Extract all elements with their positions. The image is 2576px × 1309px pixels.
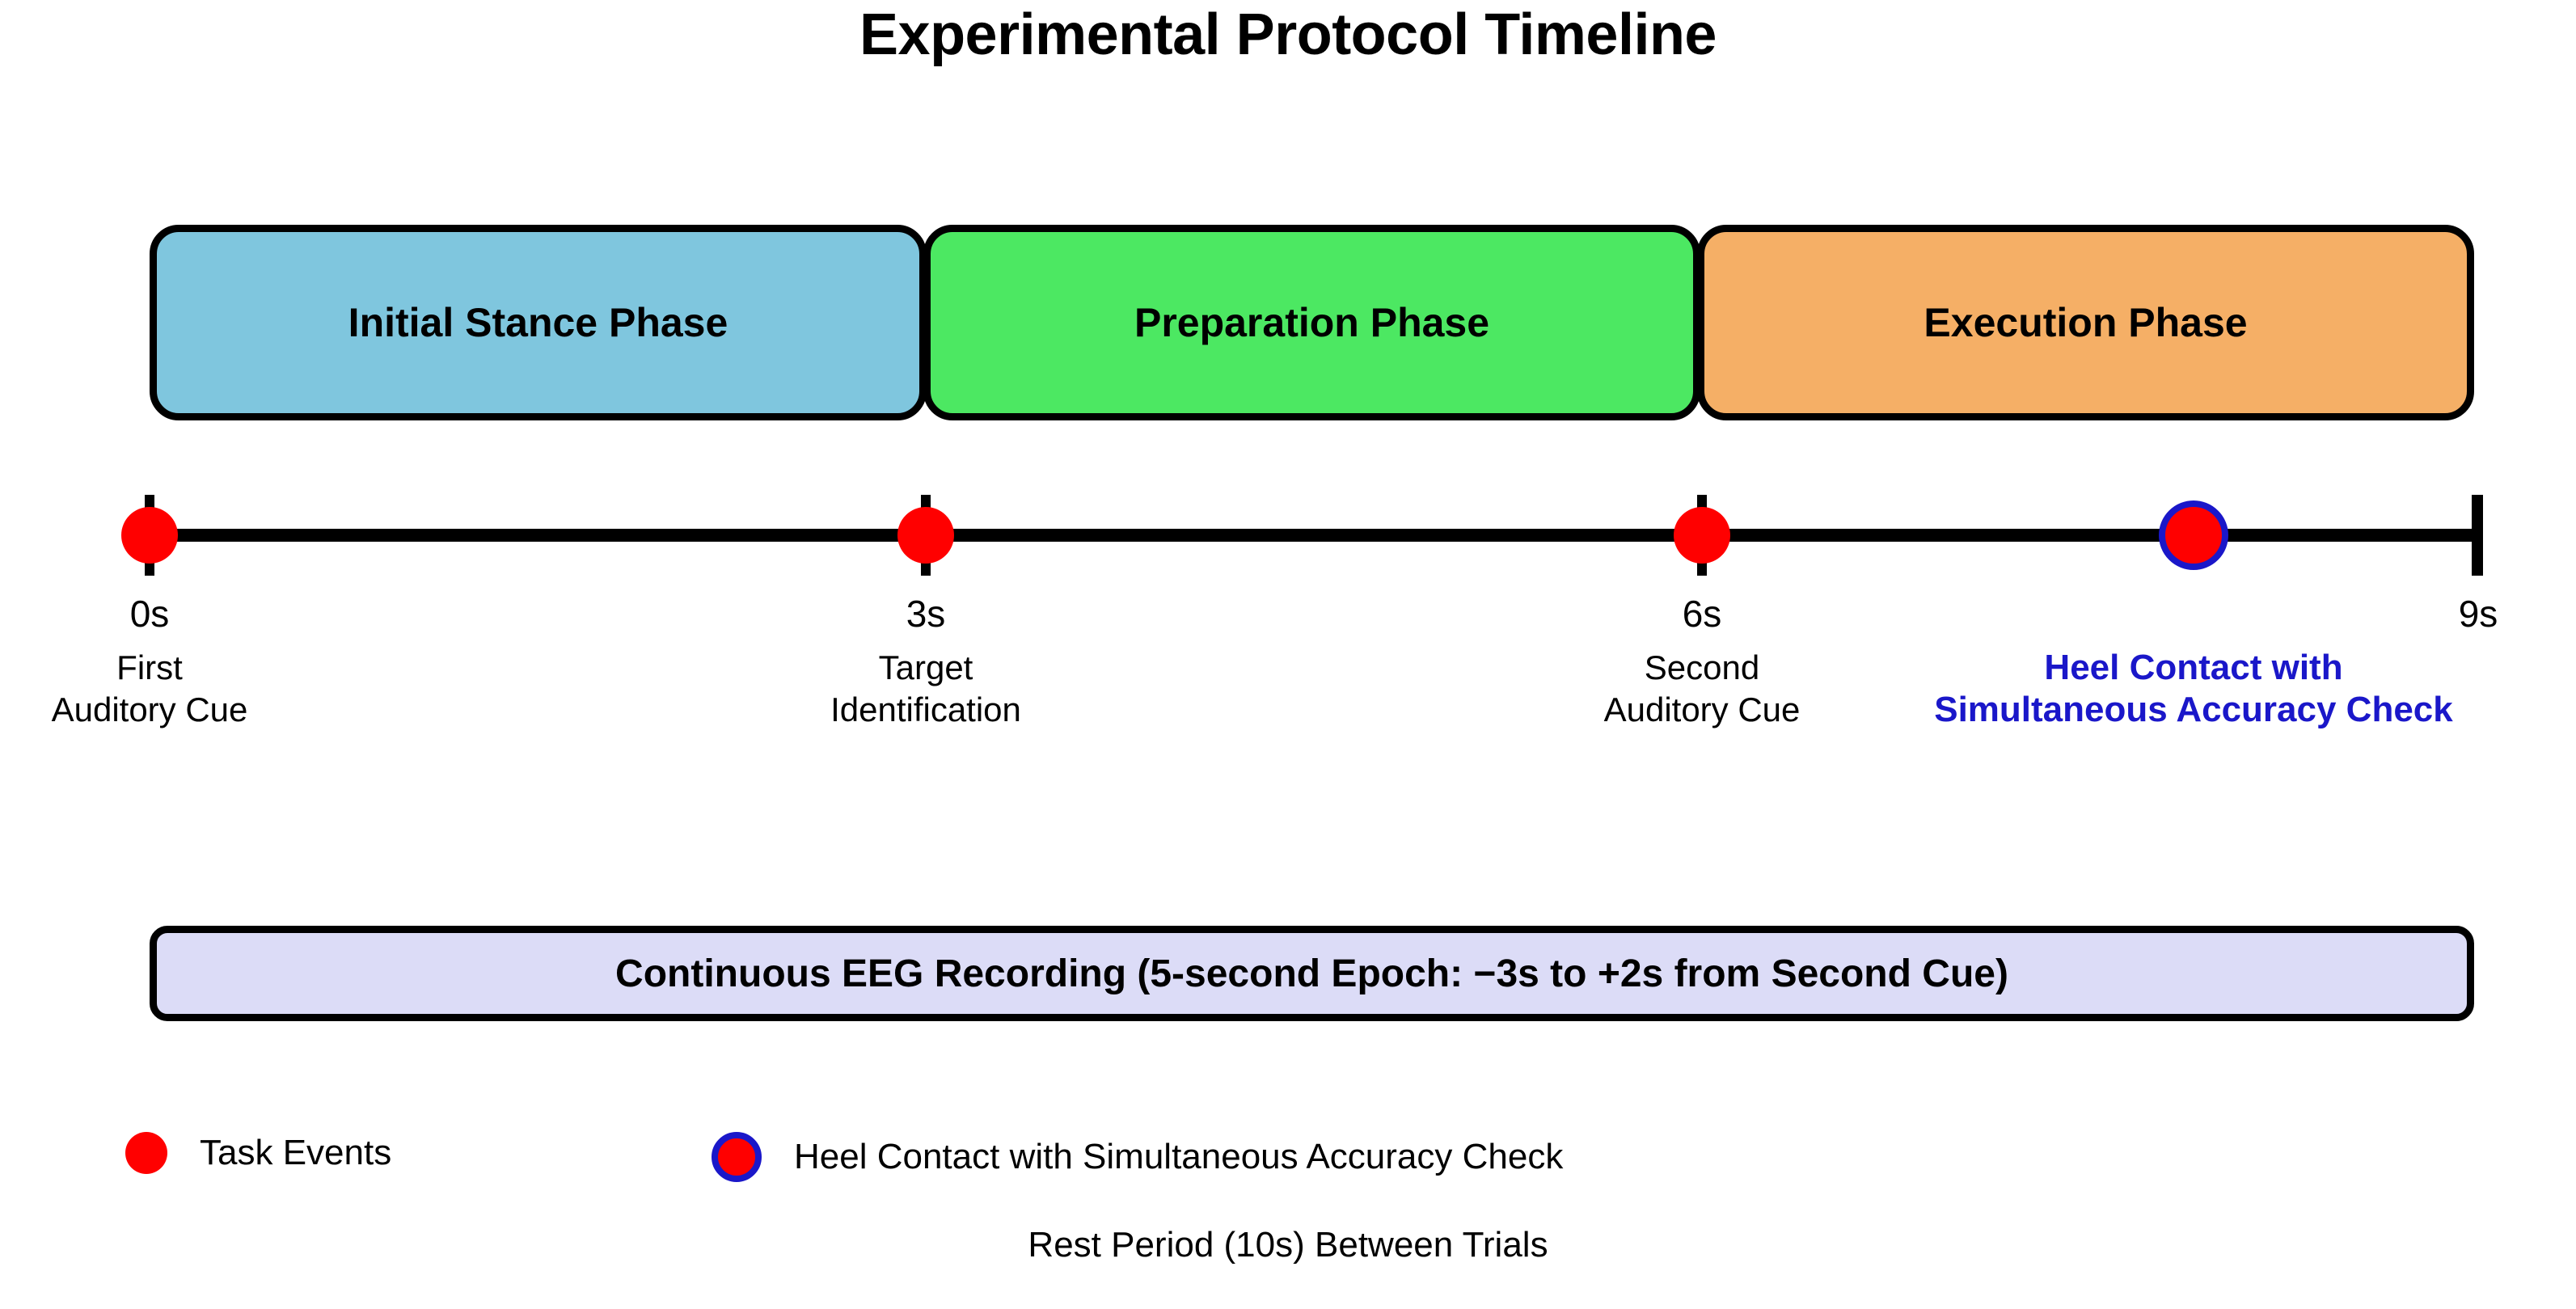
rest-period-note: Rest Period (10s) Between Trials xyxy=(1028,1225,1548,1265)
timeline-end-tick xyxy=(2472,495,2483,576)
marker-event-line2: Auditory Cue xyxy=(1603,690,1801,728)
timeline-axis-line xyxy=(150,529,2478,542)
marker-event-line2: Simultaneous Accuracy Check xyxy=(1934,690,2453,729)
eeg-recording-label: Continuous EEG Recording (5-second Epoch… xyxy=(615,952,2008,995)
legend-item-heel-contact: Heel Contact with Simultaneous Accuracy … xyxy=(712,1132,1563,1182)
page-title: Experimental Protocol Timeline xyxy=(859,2,1717,67)
marker-event-label: First Auditory Cue xyxy=(0,647,433,731)
phase-boxes-row: Initial Stance Phase Preparation Phase E… xyxy=(150,225,2474,420)
phase-box-label: Preparation Phase xyxy=(1134,300,1490,345)
marker-time-label: 3s xyxy=(906,593,946,635)
task-event-dot-icon xyxy=(125,1132,167,1174)
eeg-recording-bar: Continuous EEG Recording (5-second Epoch… xyxy=(150,926,2474,1021)
marker-event-line2: Identification xyxy=(830,690,1021,728)
task-event-dot-icon xyxy=(1674,507,1730,564)
marker-event-label: Second Auditory Cue xyxy=(1419,647,1985,731)
marker-event-line1: Heel Contact with xyxy=(2044,648,2343,687)
phase-box-execution: Execution Phase xyxy=(1697,225,2474,420)
marker-event-line1: Target xyxy=(878,648,973,686)
timeline: 0s First Auditory Cue 3s Target Identifi… xyxy=(0,453,2576,841)
legend: Task Events Heel Contact with Simultaneo… xyxy=(0,1132,2576,1205)
phase-box-label: Initial Stance Phase xyxy=(348,300,728,345)
marker-event-line1: Second xyxy=(1644,648,1760,686)
task-event-dot-icon xyxy=(897,507,954,564)
timeline-end-label: 9s xyxy=(2458,593,2498,635)
marker-time-label: 6s xyxy=(1682,593,1722,635)
legend-item-label: Heel Contact with Simultaneous Accuracy … xyxy=(794,1137,1564,1176)
marker-event-label-highlight: Heel Contact with Simultaneous Accuracy … xyxy=(1830,647,2557,731)
heel-contact-dot-icon xyxy=(712,1132,762,1182)
marker-event-label: Target Identification xyxy=(643,647,1209,731)
phase-box-initial-stance: Initial Stance Phase xyxy=(150,225,927,420)
marker-event-line2: Auditory Cue xyxy=(51,690,248,728)
phase-box-preparation: Preparation Phase xyxy=(923,225,1700,420)
marker-time-label: 0s xyxy=(129,593,170,635)
phase-box-label: Execution Phase xyxy=(1924,300,2248,345)
marker-event-line1: First xyxy=(116,648,183,686)
legend-item-label: Task Events xyxy=(200,1133,392,1172)
task-event-dot-icon xyxy=(121,507,178,564)
heel-contact-dot-icon xyxy=(2159,500,2228,570)
legend-item-task-events: Task Events xyxy=(125,1132,391,1174)
